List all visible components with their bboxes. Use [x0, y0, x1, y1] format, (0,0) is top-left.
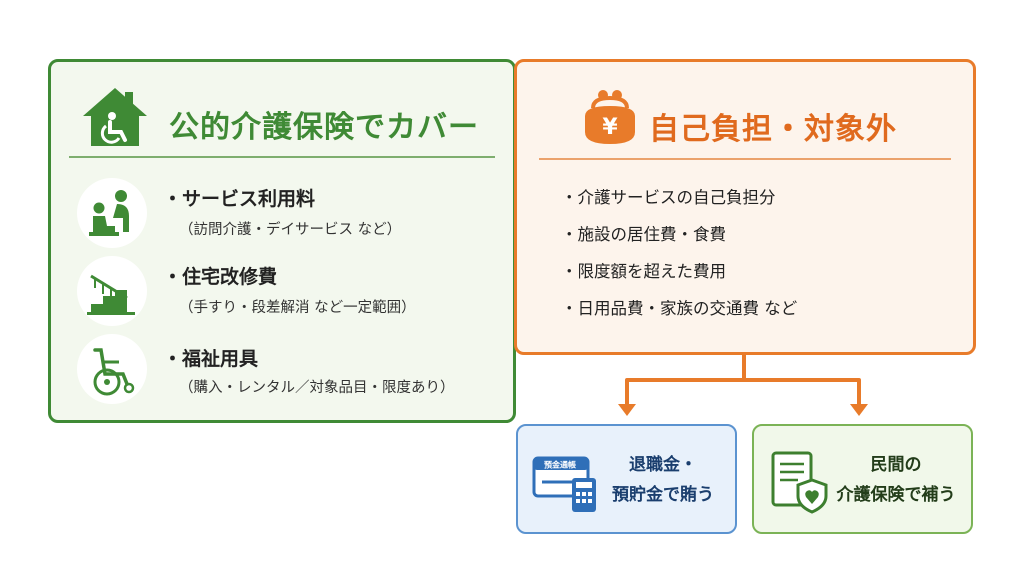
public-insurance-title: 公的介護保険でカバー — [169, 110, 479, 145]
self-pay-panel: ¥ 自己負担・対象外 介護サービスの自己負担分 施設の居住費・食費 限度額を超え… — [514, 59, 976, 355]
wheelchair-icon — [77, 334, 147, 404]
passbook-label: 預金通帳 — [544, 460, 576, 470]
divider — [69, 156, 495, 158]
list-item: 限度額を超えた費用 — [561, 258, 727, 282]
item-note: （手すり・段差解消 など一定範囲） — [179, 300, 416, 316]
list-item: 介護サービスの自己負担分 — [561, 184, 776, 208]
savings-option-box: 預金通帳 退職金・ 預貯金で賄う — [516, 424, 737, 534]
private-insurance-option-text: 民間の 介護保険で補う — [826, 450, 966, 510]
divider — [539, 158, 951, 160]
public-insurance-panel: 公的介護保険でカバー サービス利用料 （訪問介護・デイサービス など） 住宅改修… — [48, 59, 516, 423]
item-title: 福祉用具 — [163, 344, 258, 371]
item-note: （購入・レンタル／対象品目・限度あり） — [179, 380, 455, 396]
handrail-stairs-icon — [77, 256, 147, 326]
private-insurance-option-box: 民間の 介護保険で補う — [752, 424, 973, 534]
insurance-document-shield-icon — [771, 451, 828, 514]
insurance-line-2: 介護保険で補う — [836, 485, 956, 505]
coin-purse-icon: ¥ — [585, 90, 635, 144]
house-wheelchair-icon — [83, 88, 147, 146]
list-item: 施設の居住費・食費 — [561, 221, 727, 245]
savings-option-text: 退職金・ 預貯金で賄う — [598, 450, 728, 510]
list-item: 日用品費・家族の交通費 など — [561, 295, 798, 319]
savings-line-1: 退職金・ — [629, 455, 697, 475]
item-title: 住宅改修費 — [163, 262, 277, 289]
self-pay-title: 自己負担・対象外 — [649, 112, 897, 147]
caregiver-icon — [77, 178, 147, 248]
insurance-line-1: 民間の — [870, 455, 922, 475]
item-note: （訪問介護・デイサービス など） — [179, 222, 402, 238]
savings-line-2: 預貯金で賄う — [612, 485, 714, 505]
bankbook-calculator-icon: 預金通帳 — [532, 456, 596, 512]
item-title: サービス利用料 — [163, 184, 315, 211]
yen-symbol: ¥ — [602, 115, 618, 140]
